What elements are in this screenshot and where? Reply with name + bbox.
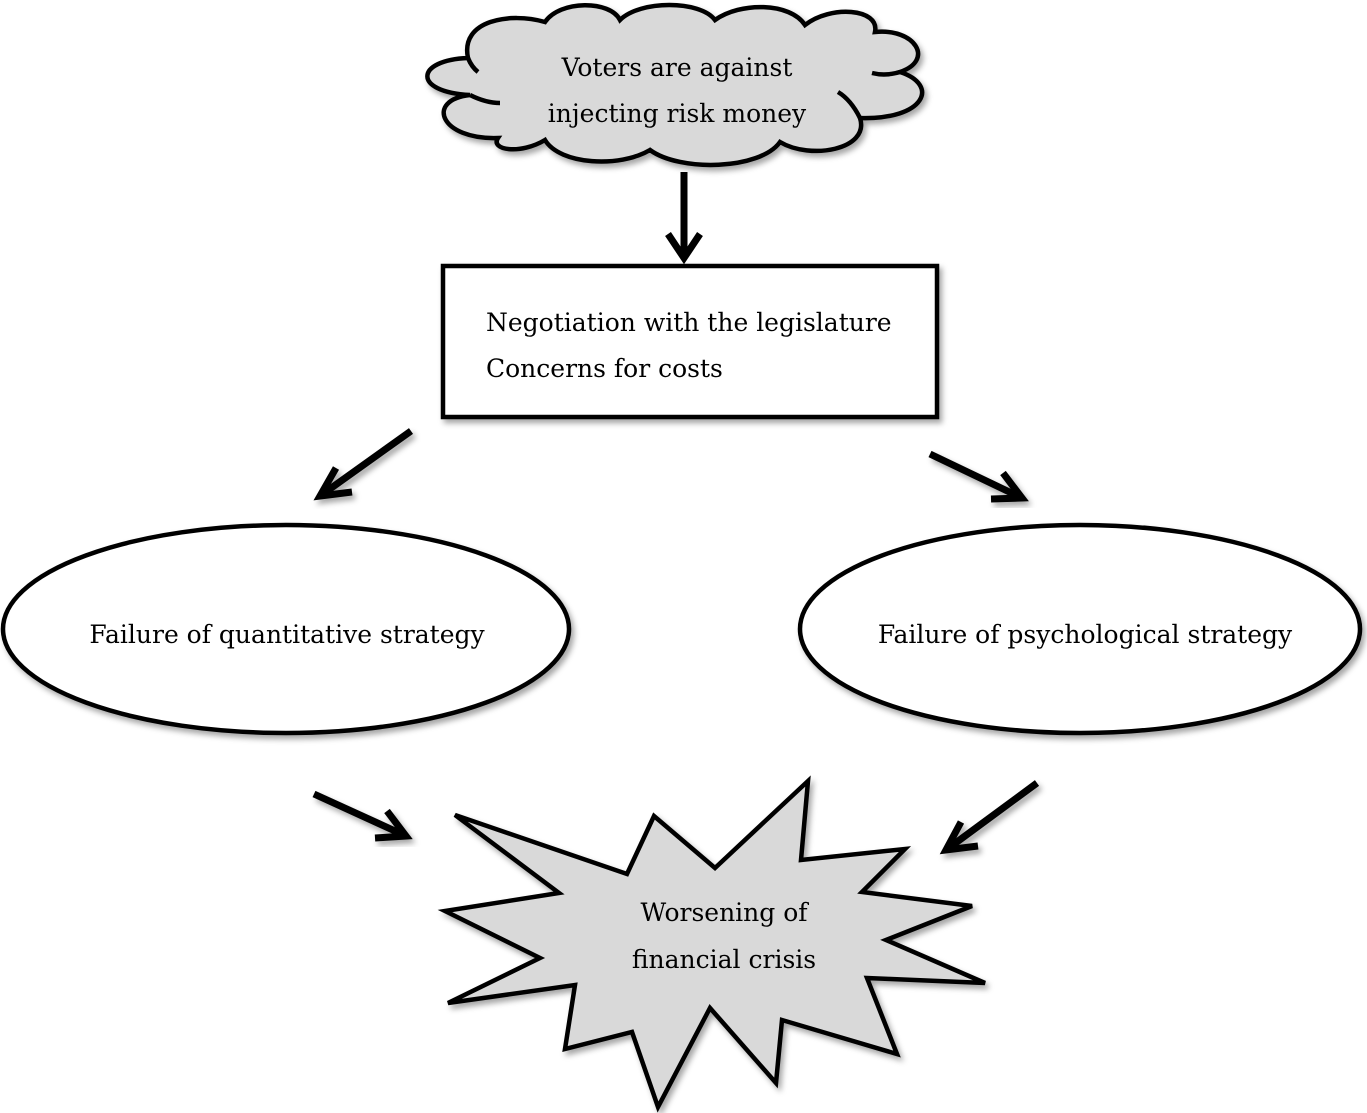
arrow-cloud-to-box bbox=[665, 172, 703, 265]
burst-text-line-2: financial crisis bbox=[632, 945, 816, 974]
cloud-text-line-2: injecting risk money bbox=[548, 99, 807, 128]
burst-shape bbox=[437, 775, 986, 1113]
cloud-node: Voters are against injecting risk money bbox=[425, 2, 925, 168]
psychological-strategy-node: Failure of psychological strategy bbox=[797, 522, 1363, 736]
burst-text-line-1: Worsening of bbox=[640, 898, 809, 927]
cloud-inner-curve-right bbox=[871, 69, 901, 77]
cloud-inner-curve-left bbox=[468, 92, 501, 106]
arrow-right-ellipse-to-burst bbox=[939, 780, 1040, 855]
cloud-text-line-1: Voters are against bbox=[561, 53, 793, 82]
right-ellipse-shape bbox=[797, 522, 1363, 736]
left-ellipse-shape bbox=[0, 522, 572, 736]
financial-crisis-burst: Worsening of financial crisis bbox=[437, 775, 986, 1113]
box-text-line-1: Negotiation with the legislature bbox=[486, 308, 892, 337]
left-ellipse-label: Failure of quantitative strategy bbox=[89, 620, 485, 649]
quantitative-strategy-node: Failure of quantitative strategy bbox=[0, 522, 572, 736]
arrow-box-to-left-ellipse bbox=[313, 428, 414, 501]
negotiation-box-shape bbox=[440, 263, 940, 420]
cloud-inner-curve-top-left bbox=[465, 57, 480, 74]
cloud-shape bbox=[425, 2, 925, 168]
arrow-left-ellipse-to-burst bbox=[312, 790, 413, 842]
box-text-line-2: Concerns for costs bbox=[486, 354, 723, 383]
arrow-box-to-right-ellipse bbox=[928, 450, 1029, 503]
cloud-inner-curve-bottom bbox=[836, 90, 863, 120]
negotiation-box: Negotiation with the legislature Concern… bbox=[440, 263, 940, 420]
right-ellipse-label: Failure of psychological strategy bbox=[878, 620, 1293, 649]
